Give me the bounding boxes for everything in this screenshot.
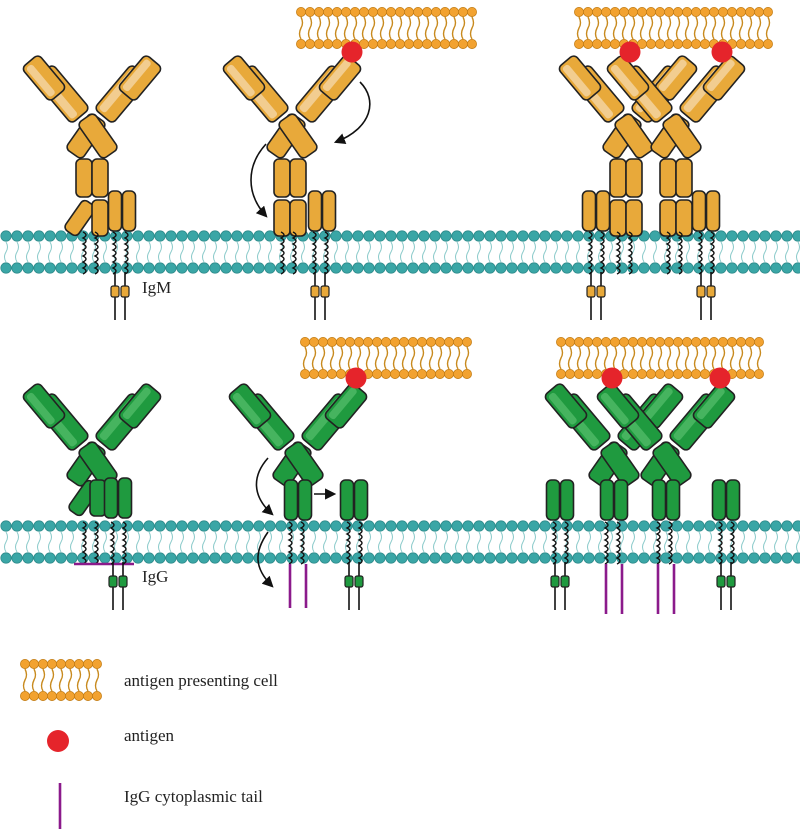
legend-tail-text: IgG cytoplasmic tail (124, 787, 263, 806)
plasma-membranes (0, 230, 800, 564)
apc-bottom-right (556, 337, 764, 379)
legend-apc (20, 659, 102, 701)
curved-arrow-icon (255, 457, 274, 516)
antigen-icon (709, 367, 731, 389)
curved-arrow-icon (333, 81, 371, 144)
legend: antigen presenting cell antigen IgG cyto… (20, 659, 278, 829)
membrane-bottom (0, 520, 800, 564)
b-cell-receptors (22, 55, 746, 614)
apc-top-middle (296, 7, 477, 49)
igg-label: IgG (142, 567, 168, 586)
igm-label: IgM (142, 278, 171, 297)
conformational-arrows (250, 81, 371, 588)
antigens (341, 41, 733, 389)
antigen-icon (341, 41, 363, 63)
antigen-icon (601, 367, 623, 389)
antigen-icon (619, 41, 641, 63)
membrane-top (0, 230, 800, 274)
curved-arrow-icon (257, 531, 274, 588)
antigen-icon (711, 41, 733, 63)
curved-arrow-icon (250, 143, 268, 218)
apc-top-right (574, 7, 773, 49)
legend-antigen-text: antigen (124, 726, 175, 745)
legend-apc-swatch (20, 659, 102, 701)
antigen-icon (345, 367, 367, 389)
legend-antigen-swatch (47, 730, 69, 752)
legend-apc-text: antigen presenting cell (124, 671, 278, 690)
antigen-presenting-cells (296, 7, 773, 379)
apc-bottom-middle (300, 337, 472, 379)
